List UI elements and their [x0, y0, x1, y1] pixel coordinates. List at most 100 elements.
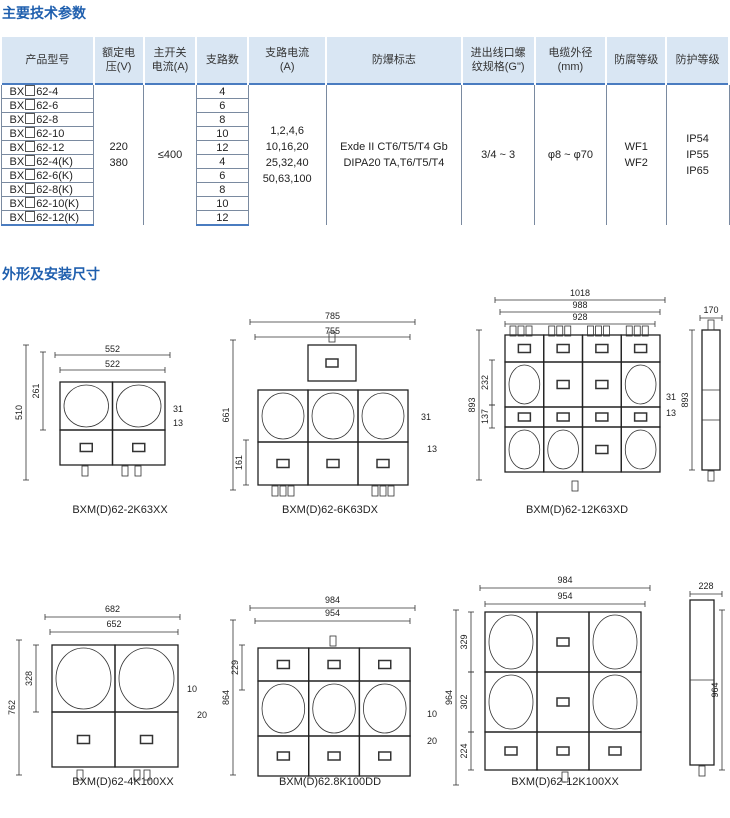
enclosure-box	[357, 389, 409, 443]
column-header: 电缆外径(mm)	[533, 37, 608, 84]
dimension-label: 984	[325, 595, 340, 605]
dimension-label: 552	[105, 344, 120, 354]
breaker-window	[361, 392, 405, 440]
model-suffix: 62-4	[36, 86, 59, 98]
indicator-window-icon	[376, 458, 390, 469]
dimension-label: 893	[467, 397, 477, 412]
model-prefix: BX	[9, 114, 25, 126]
model-prefix: BX	[9, 184, 25, 196]
breaker-window	[624, 429, 657, 470]
branches-cell: 4	[195, 83, 249, 99]
dimension-label: 954	[557, 591, 572, 601]
dimension-label: 20	[197, 710, 207, 720]
cable-gland-icon	[587, 325, 594, 337]
dimension-label: 893	[680, 392, 690, 407]
blank-box-icon	[25, 99, 36, 110]
breaker-window	[312, 683, 356, 734]
cable-gland-icon	[509, 325, 517, 337]
cable-gland-icon	[707, 319, 715, 331]
column-header: 支路数	[195, 37, 250, 84]
column-header-line: 支路数	[205, 54, 239, 66]
enclosure-box	[308, 680, 361, 737]
cable-gland-icon	[379, 485, 387, 497]
model-prefix: BX	[9, 156, 25, 168]
column-header: 支路电流(A)	[247, 37, 328, 84]
enclosure-box	[504, 406, 545, 428]
column-header-label: 额定电压(V)	[102, 47, 136, 73]
indicator-window-icon	[76, 734, 91, 745]
indicator-window-icon	[595, 444, 609, 455]
model-prefix: BX	[9, 198, 25, 210]
breaker-window	[547, 429, 579, 470]
indicator-window-icon	[556, 343, 570, 354]
enclosure-box	[581, 334, 622, 363]
column-header-line: 防腐等级	[614, 54, 659, 66]
dimension-label: 928	[572, 312, 587, 322]
drawing-caption: BXM(D)62.8K100DD	[279, 776, 381, 788]
indicator-window-icon	[517, 412, 532, 422]
dimension-label: 755	[325, 326, 340, 336]
dimension-label: 964	[444, 690, 454, 705]
cell-line: 380	[109, 157, 128, 169]
enclosure-box	[111, 429, 166, 466]
enclosure-box	[543, 406, 584, 428]
cell-line: 25,32,40	[265, 157, 309, 169]
blank-box-icon	[25, 127, 36, 138]
blank-box-icon	[25, 183, 36, 194]
enclosure-box	[114, 711, 179, 768]
branches-cell: 6	[195, 98, 249, 113]
cable-gland-icon	[525, 325, 533, 337]
cable-gland-icon	[517, 325, 525, 337]
breaker-window	[55, 647, 112, 710]
breaker-window	[311, 392, 355, 440]
indicator-window-icon	[276, 659, 291, 670]
column-header-line: 产品型号	[25, 54, 70, 66]
column-header: 额定电压(V)	[92, 37, 145, 84]
cable-gland-icon	[329, 635, 337, 647]
branches-cell: 8	[195, 182, 249, 197]
branches-cell: 10	[195, 126, 249, 141]
indicator-window-icon	[517, 343, 532, 354]
enclosure-box	[581, 361, 622, 408]
dimension-label: 302	[459, 694, 469, 709]
indicator-window-icon	[556, 746, 570, 756]
indicator-window-icon	[327, 751, 341, 761]
enclosure-box	[620, 406, 661, 428]
column-header: 防爆标志	[325, 37, 463, 84]
drawing-caption: BXM(D)62-6K63DX	[282, 504, 379, 516]
cable-gland-icon	[595, 325, 602, 337]
branches-cell: 12	[195, 210, 249, 226]
branches-cell: 10	[195, 196, 249, 211]
enclosure-box	[620, 426, 661, 473]
column-header: 产品型号	[0, 37, 95, 84]
dimension-label: 13	[666, 408, 676, 418]
dimension-label: 1018	[570, 288, 590, 298]
dimension-label: 652	[106, 619, 121, 629]
model-suffix: 62-10	[36, 128, 65, 140]
enclosure-box	[51, 644, 116, 713]
dimension-label: 13	[427, 444, 437, 454]
dimension-label: 31	[173, 404, 183, 414]
enclosure-box	[620, 334, 661, 363]
indicator-window-icon	[326, 458, 340, 469]
dimension-label: 261	[31, 383, 41, 398]
cable-gland-icon	[76, 769, 84, 781]
breaker-window	[592, 674, 638, 730]
enclosure-box	[257, 389, 309, 443]
model-suffix: 62-12(K)	[36, 212, 79, 224]
column-header-line: 进出线口螺	[470, 47, 526, 59]
indicator-window-icon	[595, 343, 609, 354]
cable-gland-icon	[564, 325, 572, 337]
cable-gland-icon	[134, 465, 142, 477]
dimension-label: 229	[230, 660, 240, 675]
cable-gland-icon	[561, 771, 569, 783]
dimension-label: 964	[710, 682, 720, 697]
blank-box-icon	[25, 169, 36, 180]
